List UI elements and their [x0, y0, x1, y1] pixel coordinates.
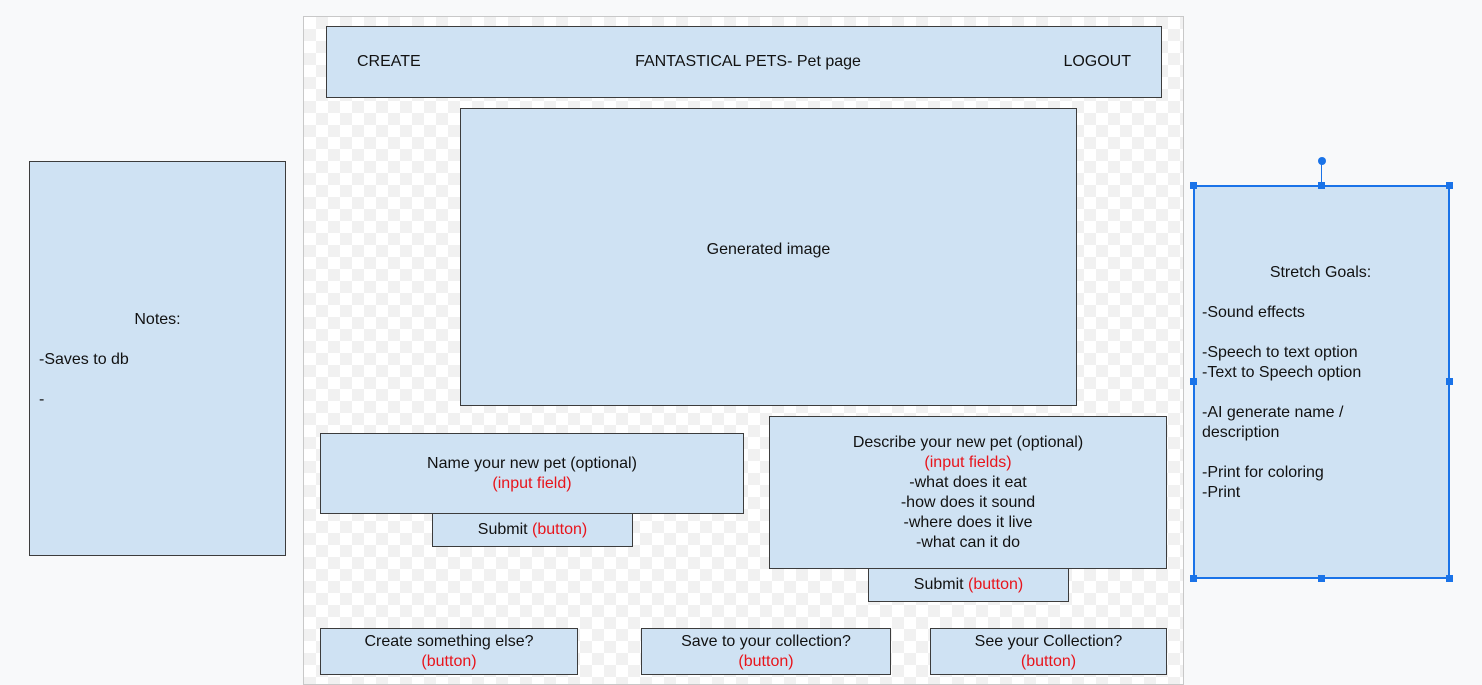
stretch-goal-item: -Text to Speech option	[1202, 364, 1362, 381]
pet-name-label: Name your new pet (optional)	[427, 454, 637, 472]
description-item: -what does it eat	[909, 473, 1027, 491]
pet-description-hint: (input fields)	[924, 453, 1012, 471]
description-item: -where does it live	[903, 513, 1033, 531]
description-submit-label: Submit	[913, 576, 964, 593]
pet-name-hint: (input field)	[492, 474, 572, 492]
button-label: See your Collection?	[974, 632, 1123, 650]
name-submit-hint: (button)	[532, 521, 588, 538]
resize-handle-top-left[interactable]	[1190, 182, 1197, 189]
see-collection-button[interactable]: See your Collection? (button)	[930, 628, 1167, 675]
description-submit-hint: (button)	[968, 576, 1024, 593]
stretch-goal-item: -Sound effects	[1202, 304, 1305, 321]
stretch-goals-box[interactable]: Stretch Goals: -Sound effects -Speech to…	[1193, 185, 1450, 579]
resize-handle-left[interactable]	[1190, 378, 1197, 385]
description-submit-button[interactable]: Submit (button)	[868, 568, 1069, 602]
rotate-handle-stem	[1321, 162, 1322, 184]
resize-handle-bottom-right[interactable]	[1446, 575, 1453, 582]
name-submit-label: Submit	[477, 521, 528, 538]
notes-box[interactable]: Notes: -Saves to db -	[29, 161, 286, 556]
rotate-handle[interactable]	[1318, 157, 1326, 165]
resize-handle-bottom-left[interactable]	[1190, 575, 1197, 582]
stretch-goals-title: Stretch Goals:	[1269, 264, 1372, 281]
description-item: -how does it sound	[900, 493, 1036, 511]
resize-handle-top[interactable]	[1318, 182, 1325, 189]
pet-name-input-box[interactable]: Name your new pet (optional) (input fiel…	[320, 433, 744, 514]
button-hint: (button)	[1020, 652, 1077, 670]
stretch-goal-item: -Speech to text option	[1202, 344, 1358, 361]
generated-image-box: Generated image	[460, 108, 1077, 406]
button-label: Save to your collection?	[681, 632, 851, 650]
stretch-goal-item: -Print for coloring	[1202, 464, 1324, 481]
resize-handle-right[interactable]	[1446, 378, 1453, 385]
generated-image-label: Generated image	[706, 241, 831, 258]
button-hint: (button)	[738, 652, 794, 670]
save-to-collection-button[interactable]: Save to your collection? (button)	[641, 628, 891, 675]
description-item: -what can it do	[915, 533, 1021, 551]
name-submit-button[interactable]: Submit (button)	[432, 513, 633, 547]
notes-item: -Saves to db	[39, 351, 129, 368]
button-label: Create something else?	[364, 632, 534, 650]
create-something-else-button[interactable]: Create something else? (button)	[320, 628, 578, 675]
notes-title: Notes:	[134, 311, 181, 328]
page-title: FANTASTICAL PETS- Pet page	[635, 53, 861, 70]
pet-description-input-box[interactable]: Describe your new pet (optional) (input …	[769, 416, 1167, 569]
pet-description-label: Describe your new pet (optional)	[852, 433, 1084, 451]
resize-handle-bottom[interactable]	[1318, 575, 1325, 582]
resize-handle-top-right[interactable]	[1446, 182, 1453, 189]
notes-item: -	[39, 391, 45, 408]
logout-nav-link[interactable]: LOGOUT	[1063, 53, 1131, 70]
create-nav-link[interactable]: CREATE	[357, 53, 421, 70]
button-hint: (button)	[421, 652, 477, 670]
stretch-goal-item: -Print	[1202, 484, 1241, 501]
stretch-goal-item: -AI generate name / description	[1202, 404, 1344, 441]
header-bar[interactable]: CREATE FANTASTICAL PETS- Pet page LOGOUT	[326, 26, 1162, 98]
